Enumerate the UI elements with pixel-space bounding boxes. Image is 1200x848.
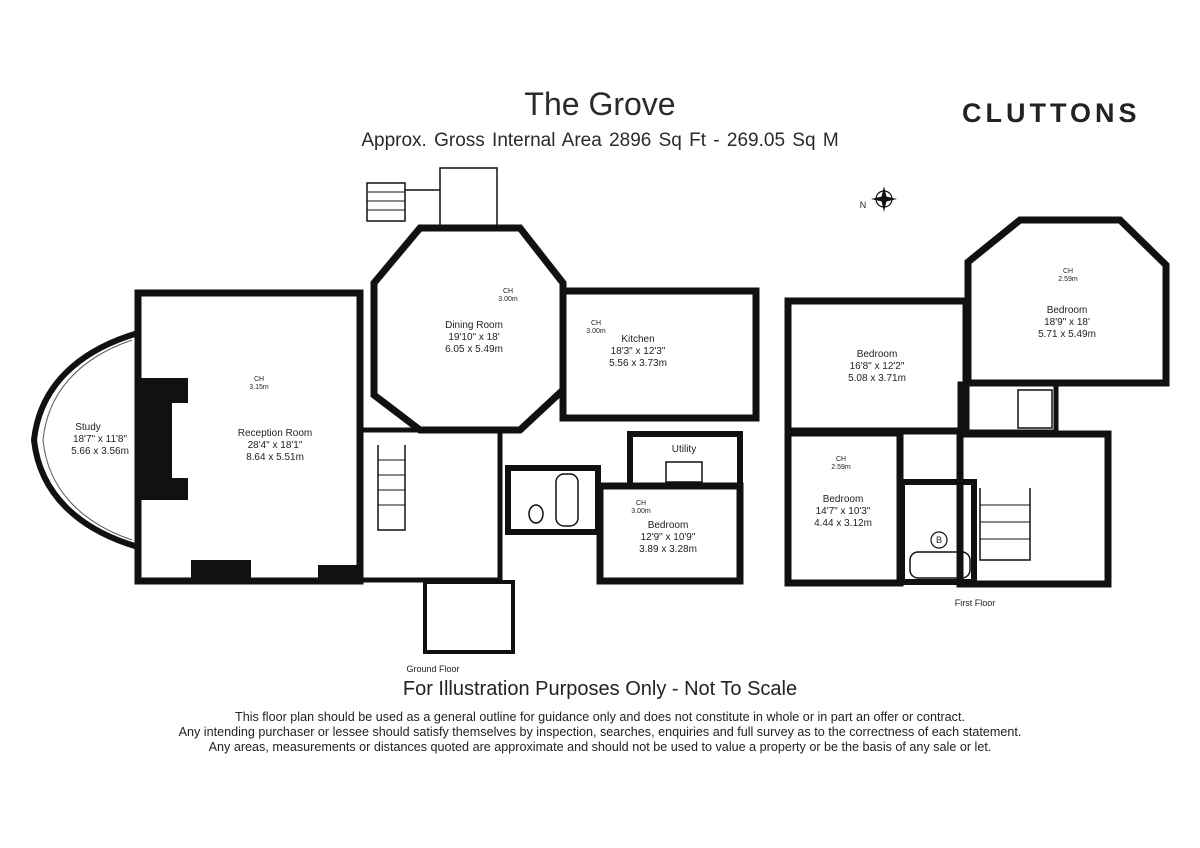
kitchen-metric: 5.56 x 3.73m <box>609 358 667 369</box>
dining-metric: 6.05 x 5.49m <box>445 344 503 355</box>
study-name: Study <box>75 422 101 433</box>
reception-metric: 8.64 x 5.51m <box>246 452 304 463</box>
bedroom-g-ch: CH <box>636 500 646 507</box>
bedroom-f1-imperial: 16'8" x 12'2" <box>850 361 905 372</box>
study-imperial: 18'7" x 11'8" <box>73 434 128 445</box>
dining-height: 3.00m <box>498 296 518 303</box>
bedroom-g-height: 3.00m <box>631 508 651 515</box>
reception-ch: CH <box>254 376 264 383</box>
illustration-notice: For Illustration Purposes Only - Not To … <box>402 678 798 700</box>
bedroom-f3-name: Bedroom <box>823 494 864 505</box>
ground-floor-label: Ground Floor <box>406 664 459 674</box>
disclaimer-line: Any areas, measurements or distances quo… <box>208 740 992 754</box>
compass-n: N <box>860 200 867 210</box>
kitchen-height: 3.00m <box>586 328 606 335</box>
bedroom-g-name: Bedroom <box>648 520 689 531</box>
study-metric: 5.66 x 3.56m <box>71 446 129 457</box>
boiler-label: B <box>936 535 942 545</box>
kitchen-ch: CH <box>591 320 601 327</box>
bedroom-f3-height: 2.59m <box>831 464 851 471</box>
bedroom-g-imperial: 12'9" x 10'9" <box>641 532 696 543</box>
dining-imperial: 19'10" x 18' <box>448 332 499 343</box>
first-floor-walls <box>784 216 1170 588</box>
utility-name: Utility <box>672 444 696 455</box>
reception-imperial: 28'4" x 18'1" <box>248 440 303 451</box>
ground-floor-walls <box>30 167 760 654</box>
plan-title: The Grove <box>524 86 676 122</box>
bedroom-f3-ch: CH <box>836 456 846 463</box>
bedroom-f1-metric: 5.08 x 3.71m <box>848 373 906 384</box>
disclaimer-line: This floor plan should be used as a gene… <box>235 710 965 724</box>
bedroom-f1-name: Bedroom <box>857 349 898 360</box>
gross-area: Approx. Gross Internal Area 2896 Sq Ft -… <box>361 130 839 151</box>
dining-ch: CH <box>503 288 513 295</box>
north-compass <box>871 186 897 212</box>
reception-name: Reception Room <box>238 428 312 439</box>
bedroom-f2-imperial: 18'9" x 18' <box>1044 317 1090 328</box>
bedroom-g-metric: 3.89 x 3.28m <box>639 544 697 555</box>
bedroom-f2-ch: CH <box>1063 268 1073 275</box>
disclaimer: This floor plan should be used as a gene… <box>0 710 1200 755</box>
kitchen-imperial: 18'3" x 12'3" <box>611 346 666 357</box>
bedroom-f3-imperial: 14'7" x 10'3" <box>816 506 871 517</box>
dining-name: Dining Room <box>445 320 503 331</box>
bedroom-f3-metric: 4.44 x 3.12m <box>814 518 872 529</box>
bedroom-f2-metric: 5.71 x 5.49m <box>1038 329 1096 340</box>
bedroom-f2-height: 2.59m <box>1058 276 1078 283</box>
kitchen-name: Kitchen <box>621 334 654 345</box>
brand-logo: CLUTTONS <box>962 98 1141 128</box>
bedroom-f2-name: Bedroom <box>1047 305 1088 316</box>
reception-height: 3.15m <box>249 384 269 391</box>
first-floor-label: First Floor <box>955 598 996 608</box>
disclaimer-line: Any intending purchaser or lessee should… <box>178 725 1022 739</box>
